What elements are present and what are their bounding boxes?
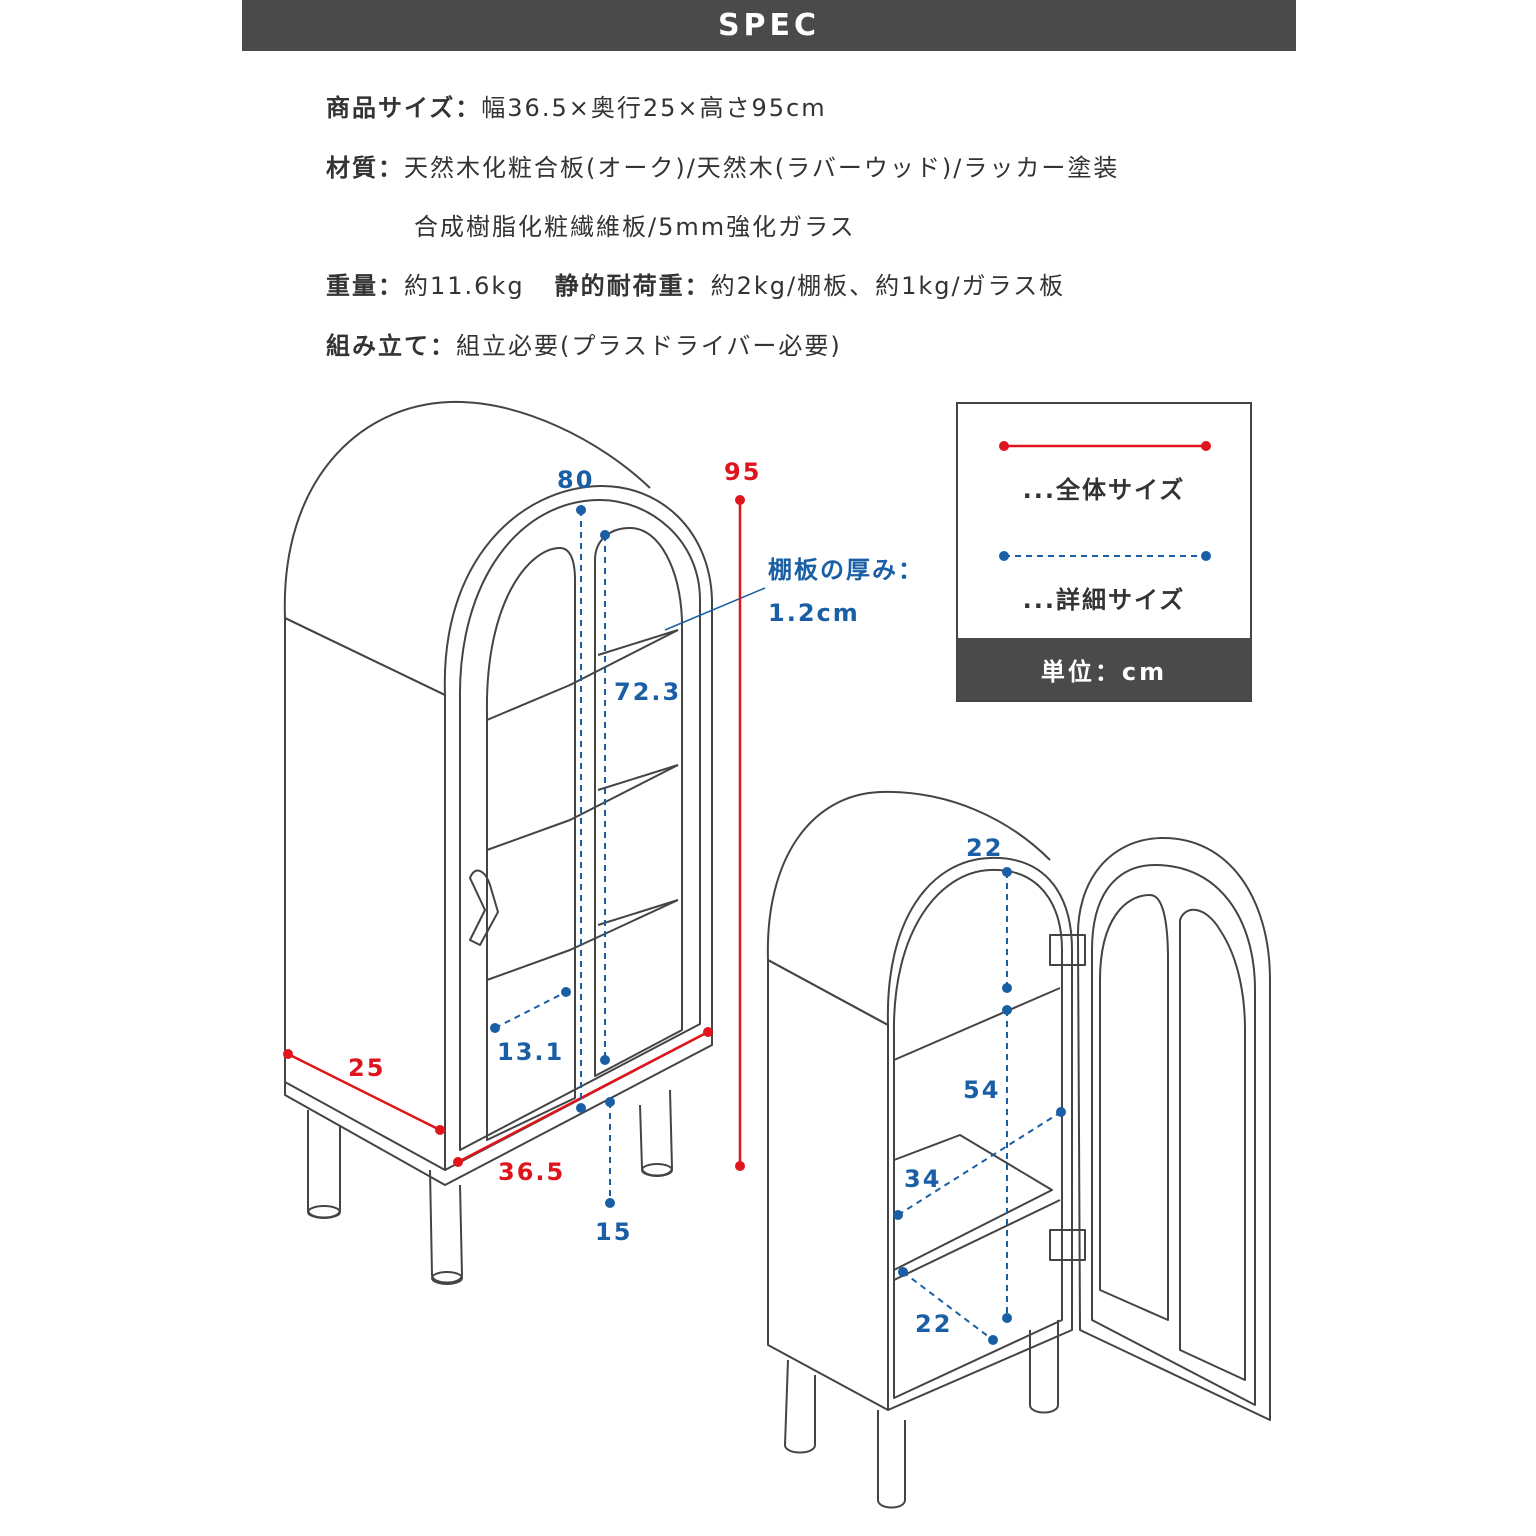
spec-weight-value: 約11.6kg (404, 272, 525, 300)
dim-open-top: 22 (966, 834, 1003, 862)
spec-assembly-label: 組み立て： (326, 332, 456, 360)
spec-size-line: 商品サイズ：幅36.5×奥行25×高さ95cm (326, 88, 827, 123)
spec-load-value: 約2kg/棚板、約1kg/ガラス板 (710, 272, 1066, 300)
dimension-marks-open (893, 867, 1066, 1345)
dim-width-total: 36.5 (498, 1158, 565, 1186)
dim-open-height: 54 (963, 1076, 1000, 1104)
legend-unit: 単位：cm (958, 638, 1250, 700)
spec-material-value-2: 合成樹脂化粧繊維板/5mm強化ガラス (414, 213, 856, 241)
spec-material-value: 天然木化粧合板(オーク)/天然木(ラバーウッド)/ラッカー塗装 (404, 154, 1120, 182)
dim-inner-height: 80 (557, 466, 594, 494)
dim-open-depth: 34 (904, 1165, 941, 1193)
spec-assembly-value: 組立必要(プラスドライバー必要) (456, 332, 842, 360)
shelf-thickness-label: 棚板の厚み： (768, 556, 924, 584)
dim-depth-total: 25 (348, 1054, 385, 1082)
dim-height-total: 95 (724, 458, 761, 486)
closed-cabinet-drawing (283, 400, 713, 1285)
dim-inner-depth: 13.1 (497, 1038, 564, 1066)
shelf-thickness-leader (664, 587, 766, 631)
spec-weight-line: 重量：約11.6kg 静的耐荷重：約2kg/棚板、約1kg/ガラス板 (326, 266, 1065, 301)
dimension-marks-closed (283, 495, 745, 1208)
dim-leg-height: 15 (595, 1218, 632, 1246)
legend-lines (999, 441, 1211, 561)
spec-header-bar: SPEC (242, 0, 1296, 51)
spec-weight-label: 重量： (326, 272, 404, 300)
spec-material-label: 材質： (326, 154, 404, 182)
spec-load-label: 静的耐荷重： (554, 272, 711, 300)
legend-detail-size: ...詳細サイズ (1022, 586, 1186, 614)
legend-box: ...全体サイズ ...詳細サイズ 単位：cm (956, 402, 1252, 702)
spec-title: SPEC (717, 8, 821, 43)
spec-size-label: 商品サイズ： (326, 94, 482, 122)
dim-shelf-height: 72.3 (614, 678, 681, 706)
spec-material-line-2: 合成樹脂化粧繊維板/5mm強化ガラス (414, 207, 856, 242)
spec-size-value: 幅36.5×奥行25×高さ95cm (481, 94, 827, 122)
dim-open-bottom: 22 (915, 1310, 952, 1338)
spec-material-line: 材質：天然木化粧合板(オーク)/天然木(ラバーウッド)/ラッカー塗装 (326, 148, 1119, 183)
shelf-thickness-value: 1.2cm (768, 599, 860, 627)
spec-assembly-line: 組み立て：組立必要(プラスドライバー必要) (326, 326, 842, 361)
open-cabinet-drawing (766, 790, 1271, 1509)
legend-overall-size: ...全体サイズ (1022, 476, 1186, 504)
